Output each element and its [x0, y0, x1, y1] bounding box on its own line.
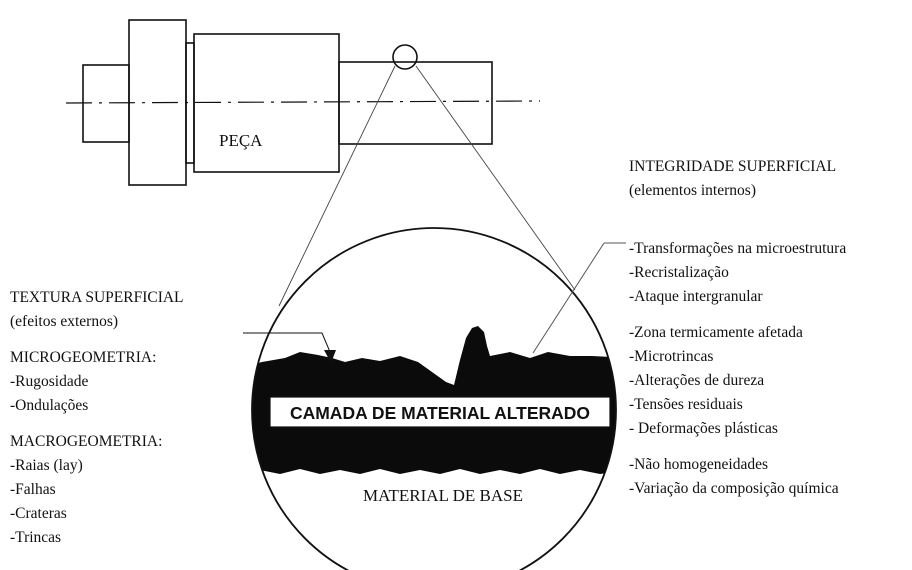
magnifier-circle [251, 227, 617, 570]
integrity-title: INTEGRIDADE SUPERFICIAL [629, 158, 837, 175]
macro-item: -Trincas [10, 529, 62, 546]
integrity-item: -Transformações na microestrutura [629, 240, 847, 257]
integrity-item: - Deformações plásticas [629, 420, 778, 437]
shaft-body [193, 33, 340, 173]
texture-title: TEXTURA SUPERFICIAL [10, 289, 184, 306]
macro-item: -Raias (lay) [10, 457, 83, 474]
shaft-drawing [65, 19, 541, 186]
integrity-item: -Microtrincas [629, 348, 714, 365]
texture-leader-line [243, 332, 331, 353]
shaft-left-end [82, 64, 130, 143]
texture-leader-arrow [324, 350, 336, 363]
integrity-leader-line [532, 242, 605, 354]
zoom-lines [278, 65, 576, 307]
integrity-block: INTEGRIDADE SUPERFICIAL (elementos inter… [629, 155, 846, 501]
integrity-item: -Ataque intergranular [629, 288, 763, 305]
shaft-right-end [338, 61, 493, 145]
detail-marker-circle [392, 44, 418, 70]
integrity-item: -Variação da composição química [629, 480, 839, 497]
macro-item: -Crateras [10, 505, 67, 522]
integrity-item: -Alterações de dureza [629, 372, 765, 389]
micro-title: MICROGEOMETRIA: [10, 349, 157, 366]
texture-subtitle: (efeitos externos) [10, 313, 119, 330]
leader-lines [243, 242, 626, 363]
integrity-subtitle: (elementos internos) [629, 182, 756, 199]
shaft-centerline [65, 100, 541, 104]
base-material-label: MATERIAL DE BASE [363, 486, 523, 505]
texture-block: TEXTURA SUPERFICIAL (efeitos externos) M… [10, 286, 184, 550]
integrity-item: -Tensões residuais [629, 396, 743, 413]
micro-item: -Rugosidade [10, 373, 89, 390]
macro-item: -Falhas [10, 481, 56, 498]
integrity-item: -Zona termicamente afetada [629, 324, 803, 341]
micro-item: -Ondulações [10, 397, 89, 414]
integrity-item: -Não homogeneidades [629, 456, 769, 473]
integrity-item: -Recristalização [629, 264, 729, 281]
part-label: PEÇA [219, 131, 263, 150]
layer-label-box [269, 396, 611, 428]
macro-title: MACROGEOMETRIA: [10, 433, 163, 450]
layer-label: CAMADA DE MATERIAL ALTERADO [290, 403, 590, 423]
